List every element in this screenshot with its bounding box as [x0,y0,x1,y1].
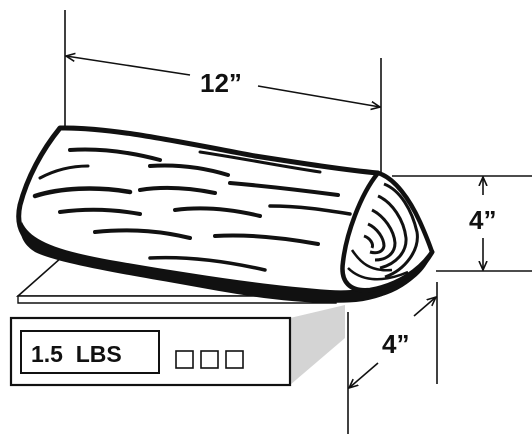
bark-streak-13 [38,164,90,180]
scale-weight-readout: 1.5 LBS [31,341,122,367]
bark-streak-10 [93,228,192,240]
scale-platform-edge [17,295,337,304]
bark-streak-4 [32,186,133,199]
bark-streak-8 [173,206,262,218]
scale-button-1 [175,350,194,369]
length-label: 12” [200,68,242,98]
log-underside-shadow [20,222,429,303]
log-ring-7 [347,267,409,281]
bark-streak-11 [213,233,320,246]
scale: 1.5 LBS [9,256,383,387]
scale-display [20,330,160,374]
bark-streak-6 [228,181,340,197]
bark-streak-3 [198,150,322,174]
log [16,125,435,303]
bark-streak-2 [148,163,230,177]
scale-base-side [290,305,345,385]
depth-arrow-right [413,297,436,317]
log-ring-2 [377,194,408,270]
depth-dimension: 4” [347,282,438,434]
depth-arrow-left [349,362,379,388]
bark-streak-5 [138,185,217,195]
bark-streak-7 [58,207,142,216]
bark-streak-1 [68,147,162,162]
bark-streak-9 [268,204,352,216]
length-arrow-left [66,56,191,76]
height-label: 4” [469,205,496,235]
length-arrow-right [257,85,380,107]
log-ring-6 [350,249,393,272]
log-ring-5 [363,234,374,249]
scale-button-3 [225,350,244,369]
depth-label: 4” [382,329,409,359]
bark-streak-12 [148,255,267,272]
scale-button-2 [200,350,219,369]
log-ring-4 [367,222,386,255]
log-ring-3 [371,208,397,262]
height-dimension: 4” [392,175,532,272]
length-dimension: 12” [64,10,381,174]
log-ring-1 [383,182,419,279]
